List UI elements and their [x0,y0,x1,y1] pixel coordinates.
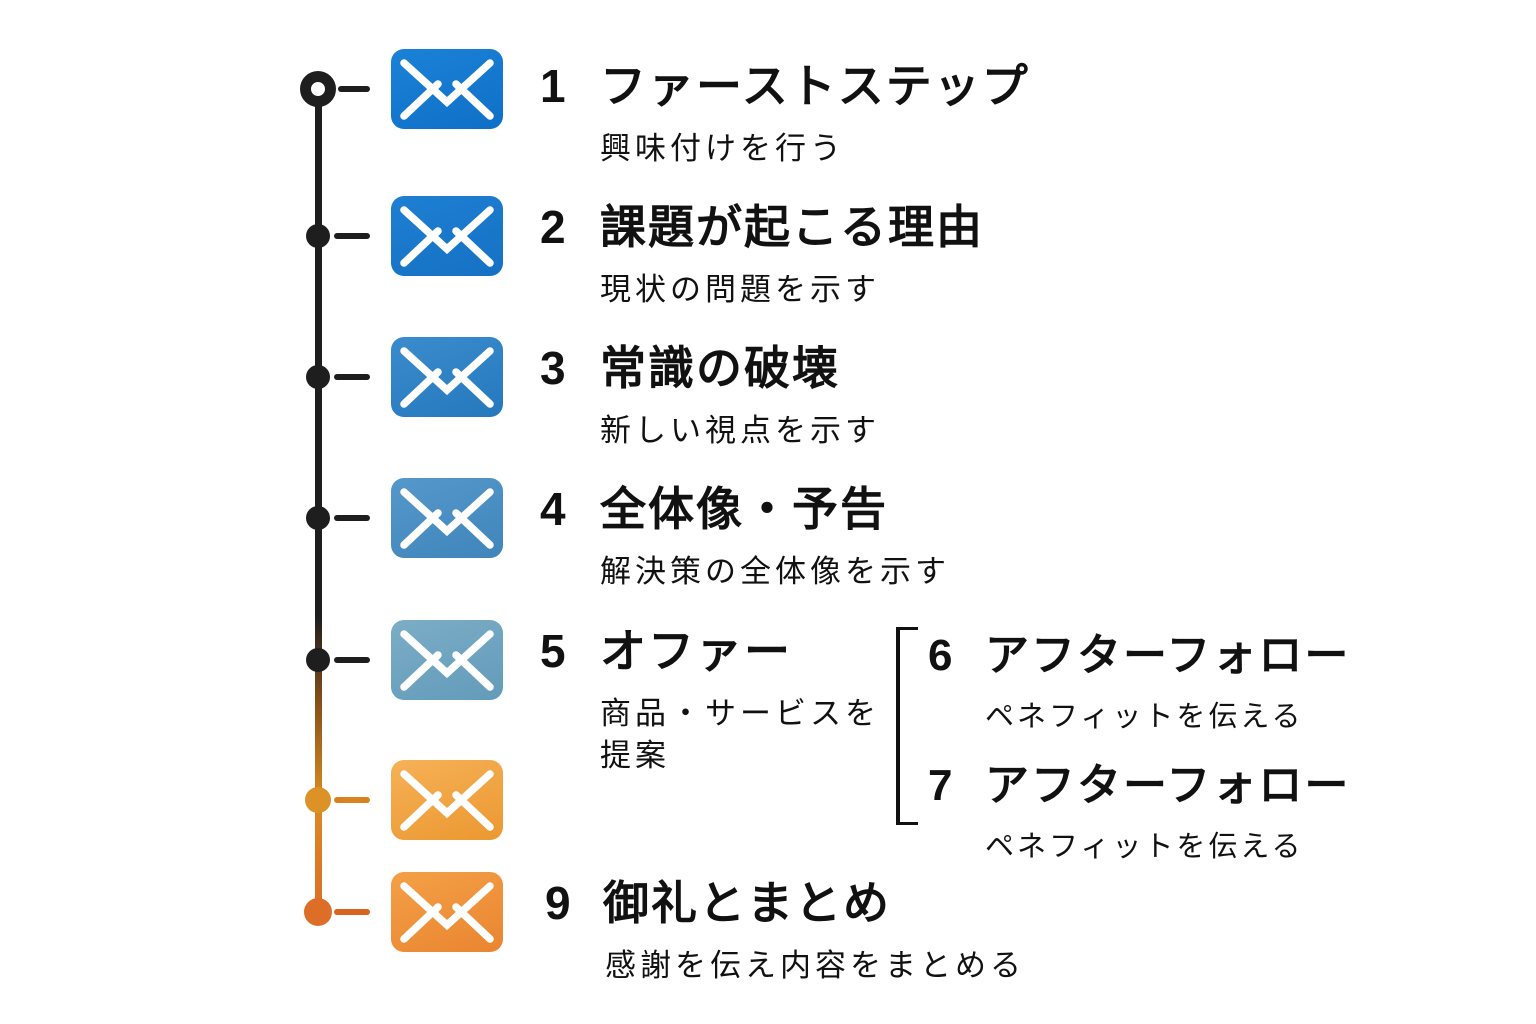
connector-step-5 [334,657,370,663]
step-4: 4 全体像・予告 解決策の全体像を示す [540,481,950,593]
timeline-node-step-2 [306,224,330,248]
step-number: 2 [540,201,566,253]
timeline-node-step-5 [306,648,330,672]
step-subtitle: 解決策の全体像を示す [600,554,950,589]
step-subtitle-line-2: 提案 [600,738,670,773]
envelope-icon [391,620,503,700]
envelope-icon [391,337,503,417]
step-number: 3 [540,342,566,394]
step-5: 5 オファー 商品・サービスを 提案 [540,623,880,777]
step-title: オファー [600,625,792,677]
connector-step-2 [334,233,370,239]
step-title: ファーストステップ [600,60,1030,112]
timeline-node-step-4 [306,506,330,530]
envelope-icon [391,196,503,276]
step-6: 6 アフターフォロー ペネフィットを伝える [928,628,1350,738]
side-steps-bracket [896,627,918,825]
step-subtitle: 感謝を伝え内容をまとめる [605,948,1025,983]
step-number: 1 [540,60,566,112]
envelope-icon [391,760,503,840]
envelope-icon [391,49,503,129]
step-subtitle: 新しい視点を示す [600,413,880,448]
step-3: 3 常識の破壊 新しい視点を示す [540,340,880,452]
timeline-node-step-9 [304,898,332,926]
step-number: 4 [540,483,566,535]
step-title: 全体像・予告 [600,483,888,535]
step-subtitle: ペネフィットを伝える [985,831,1304,863]
step-2: 2 課題が起こる理由 現状の問題を示す [540,199,984,311]
step-7: 7 アフターフォロー ペネフィットを伝える [928,758,1350,868]
step-subtitle-line-1: 商品・サービスを [600,696,880,731]
step-subtitle: 興味付けを行う [600,131,845,166]
step-subtitle: 商品・サービスを 提案 [600,693,880,777]
step-number: 5 [540,625,566,677]
step-9: 9 御礼とまとめ 感謝を伝え内容をまとめる [545,875,1025,987]
step-title: アフターフォロー [985,761,1351,810]
step-title: アフターフォロー [985,631,1351,680]
connector-step-9 [334,909,370,915]
step-title: 御礼とまとめ [603,877,891,929]
connector-step-8 [334,797,370,803]
connector-step-4 [334,515,370,521]
connector-step-1 [338,86,370,92]
timeline-node-step-8 [305,787,331,813]
step-title: 課題が起こる理由 [600,201,984,253]
step-subtitle: 現状の問題を示す [600,272,880,307]
step-1: 1 ファーストステップ 興味付けを行う [540,58,1030,170]
step-subtitle: ペネフィットを伝える [985,701,1304,733]
step-number: 6 [928,631,953,680]
step-title: 常識の破壊 [600,342,840,394]
timeline-line [315,89,322,913]
timeline-node-step-3 [306,365,330,389]
step-number: 7 [928,761,953,810]
step-number: 9 [545,877,571,929]
connector-step-3 [334,374,370,380]
timeline-node-ring-step-1 [300,71,336,107]
envelope-icon [391,872,503,952]
envelope-icon [391,478,503,558]
